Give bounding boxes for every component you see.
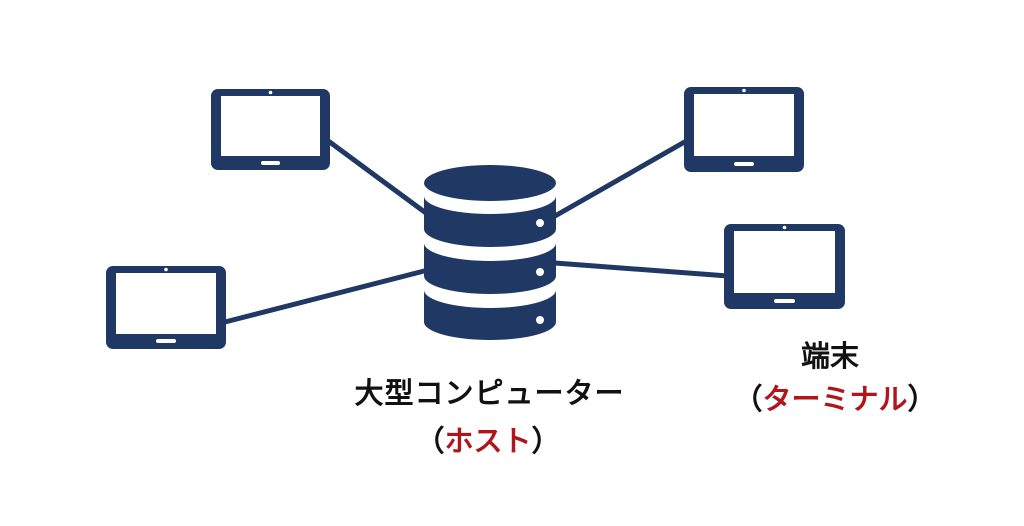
database-server-icon (424, 165, 556, 340)
host-label: 大型コンピューター (354, 376, 625, 410)
paren-close: ） (907, 382, 937, 416)
connection-lines (222, 137, 731, 325)
terminal-sublabel: （ターミナル） (715, 376, 955, 418)
tablet-terminal-icon (684, 87, 804, 172)
link-mid-right (552, 260, 731, 279)
status-light (536, 268, 544, 276)
terminal-label: 端末 (800, 339, 859, 373)
terminal-top-right (684, 87, 804, 172)
host-keyword: ホスト (444, 424, 532, 458)
status-light (536, 219, 544, 227)
terminal-mid-right (724, 224, 845, 309)
tablet-terminal-icon (106, 266, 226, 349)
tablet-terminal-icon (211, 89, 330, 170)
paren-open: （ (733, 382, 763, 416)
link-top-right (552, 137, 691, 219)
paren-close: ） (531, 424, 561, 458)
paren-open: （ (415, 424, 445, 458)
link-bottom-left (222, 267, 431, 325)
link-top-left (324, 137, 433, 219)
status-light (536, 316, 544, 324)
terminal-top-left (211, 89, 330, 170)
terminal-keyword: ターミナル (762, 382, 908, 416)
host-sublabel: （ホスト） (403, 418, 573, 460)
terminal-bottom-left (106, 266, 226, 349)
tablet-terminal-icon (724, 224, 845, 309)
